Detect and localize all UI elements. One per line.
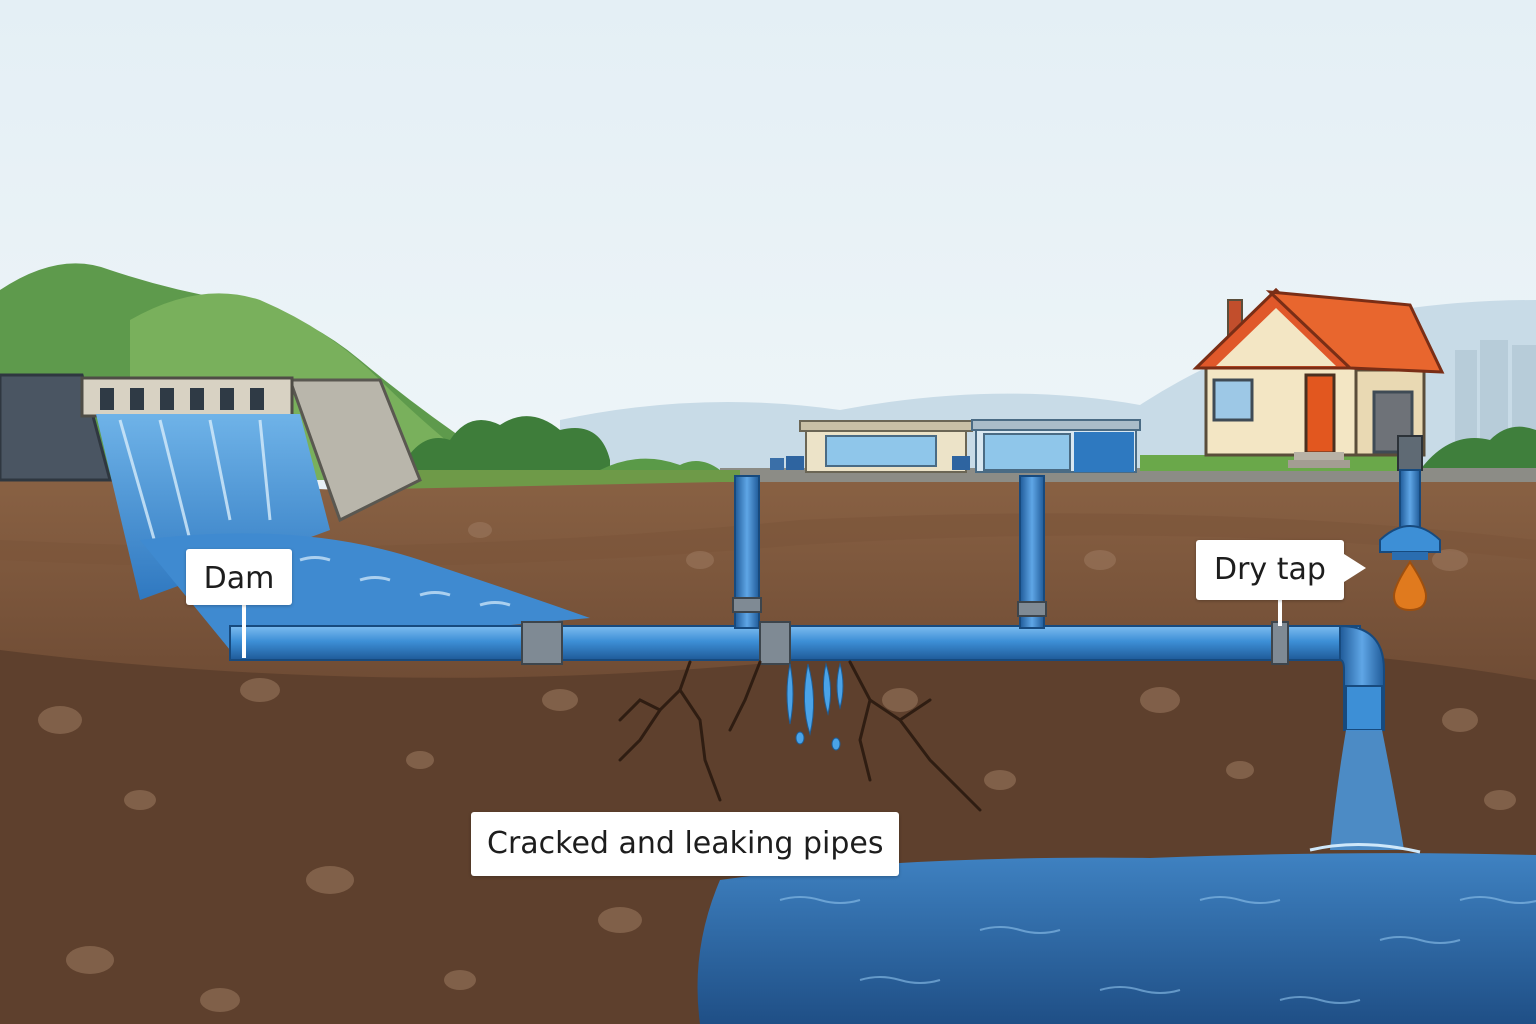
dry-tap-label: Dry tap — [1196, 540, 1366, 600]
leak-drops-icon — [786, 662, 844, 751]
leak-outflow — [1330, 730, 1404, 850]
building-icon — [770, 419, 1141, 473]
trees-right — [1420, 426, 1536, 480]
tap-icon — [1379, 435, 1441, 560]
cracked-pipes-label: Cracked and leaking pipes — [471, 812, 900, 876]
dam-label: Dam — [186, 549, 292, 605]
water-drop-icon — [1392, 560, 1428, 612]
trees-left — [400, 416, 610, 480]
soil-pebbles — [38, 522, 1516, 1012]
water-main-pipe — [229, 475, 1385, 731]
dam-icon — [0, 373, 590, 650]
crack-icon — [618, 660, 982, 812]
house-icon — [1140, 287, 1445, 471]
